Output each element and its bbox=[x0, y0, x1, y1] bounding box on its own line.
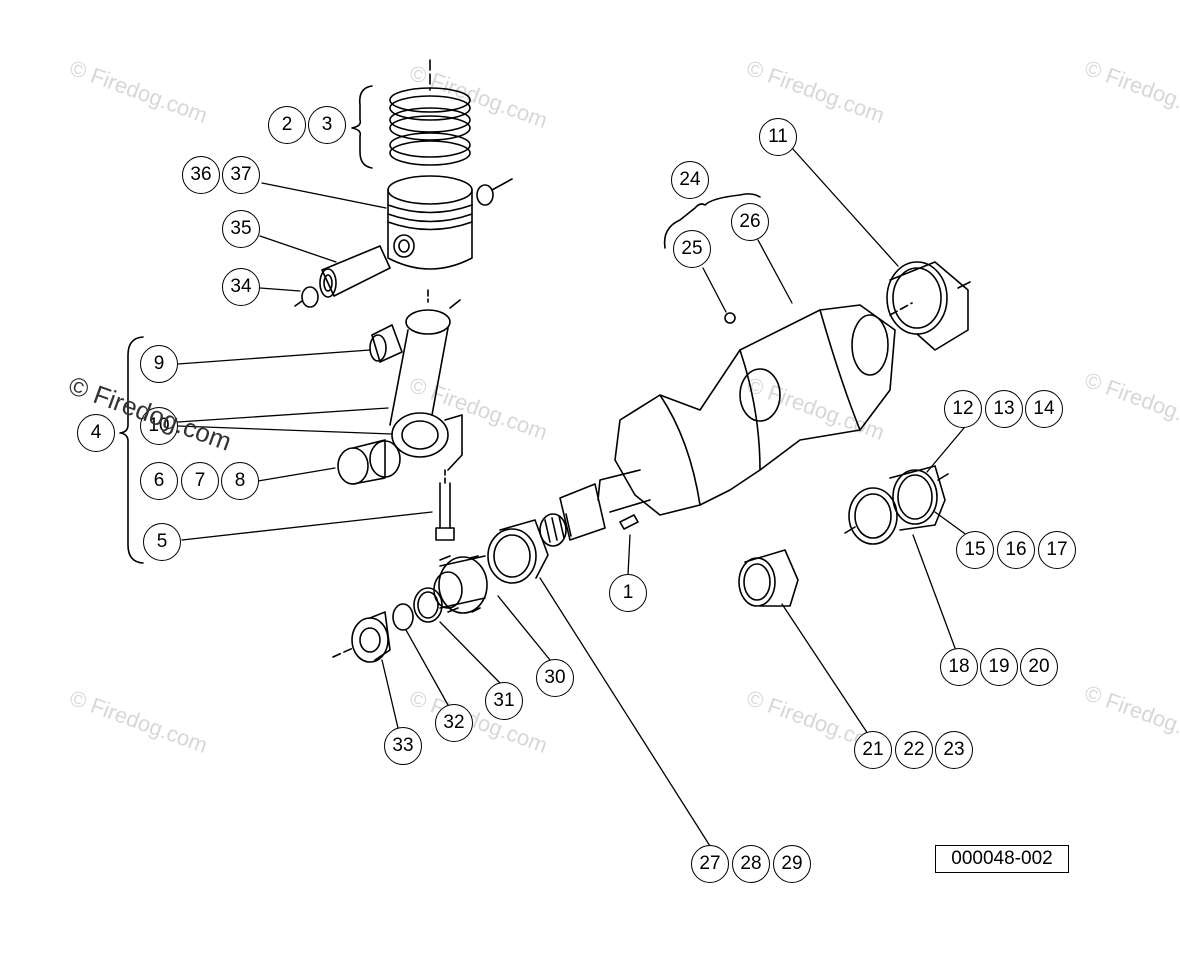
bracket bbox=[351, 85, 373, 169]
callout-19: 19 bbox=[980, 648, 1018, 686]
gear bbox=[433, 555, 488, 614]
thrust-washer bbox=[413, 587, 443, 623]
connecting-rod bbox=[389, 289, 463, 471]
callout-37: 37 bbox=[222, 156, 260, 194]
seal-assembly bbox=[844, 465, 949, 545]
rod-bolt bbox=[435, 469, 455, 541]
callout-21: 21 bbox=[854, 731, 892, 769]
callout-26: 26 bbox=[731, 203, 769, 241]
bracket bbox=[119, 336, 144, 564]
callout-3: 3 bbox=[308, 106, 346, 144]
callout-25: 25 bbox=[673, 230, 711, 268]
callout-7: 7 bbox=[181, 462, 219, 500]
callout-29: 29 bbox=[773, 845, 811, 883]
callout-13: 13 bbox=[985, 390, 1023, 428]
callout-33: 33 bbox=[384, 727, 422, 765]
callout-8: 8 bbox=[221, 462, 259, 500]
callout-35: 35 bbox=[222, 210, 260, 248]
bracket bbox=[663, 193, 761, 249]
callout-14: 14 bbox=[1025, 390, 1063, 428]
piston bbox=[387, 175, 473, 270]
plug bbox=[724, 312, 736, 324]
bearing bbox=[738, 549, 799, 607]
callout-30: 30 bbox=[536, 659, 574, 697]
callout-4: 4 bbox=[77, 414, 115, 452]
piston-pin bbox=[319, 245, 391, 298]
main-bearing bbox=[886, 261, 971, 351]
callout-23: 23 bbox=[935, 731, 973, 769]
callout-28: 28 bbox=[732, 845, 770, 883]
shim bbox=[392, 603, 414, 631]
callout-12: 12 bbox=[944, 390, 982, 428]
callout-32: 32 bbox=[435, 704, 473, 742]
callout-9: 9 bbox=[140, 345, 178, 383]
callout-20: 20 bbox=[1020, 648, 1058, 686]
callout-36: 36 bbox=[182, 156, 220, 194]
callout-31: 31 bbox=[485, 682, 523, 720]
crankshaft bbox=[539, 302, 913, 547]
leader-lines bbox=[177, 147, 969, 847]
callout-27: 27 bbox=[691, 845, 729, 883]
bearing bbox=[487, 519, 549, 584]
callout-10: 10 bbox=[140, 407, 178, 445]
snap-ring bbox=[301, 286, 319, 308]
callout-34: 34 bbox=[222, 268, 260, 306]
callout-24: 24 bbox=[671, 161, 709, 199]
callout-22: 22 bbox=[895, 731, 933, 769]
snap-ring bbox=[476, 184, 494, 206]
callout-2: 2 bbox=[268, 106, 306, 144]
figure-code: 000048-002 bbox=[935, 845, 1069, 873]
callout-17: 17 bbox=[1038, 531, 1076, 569]
small-end-bushing bbox=[369, 324, 403, 363]
callout-1: 1 bbox=[609, 574, 647, 612]
callout-11: 11 bbox=[759, 118, 797, 156]
callout-16: 16 bbox=[997, 531, 1035, 569]
big-end-bearing bbox=[337, 439, 401, 485]
piston-rings bbox=[389, 59, 471, 166]
callout-18: 18 bbox=[940, 648, 978, 686]
callout-15: 15 bbox=[956, 531, 994, 569]
collar bbox=[332, 611, 391, 663]
callout-5: 5 bbox=[143, 523, 181, 561]
key bbox=[619, 514, 639, 530]
callout-6: 6 bbox=[140, 462, 178, 500]
